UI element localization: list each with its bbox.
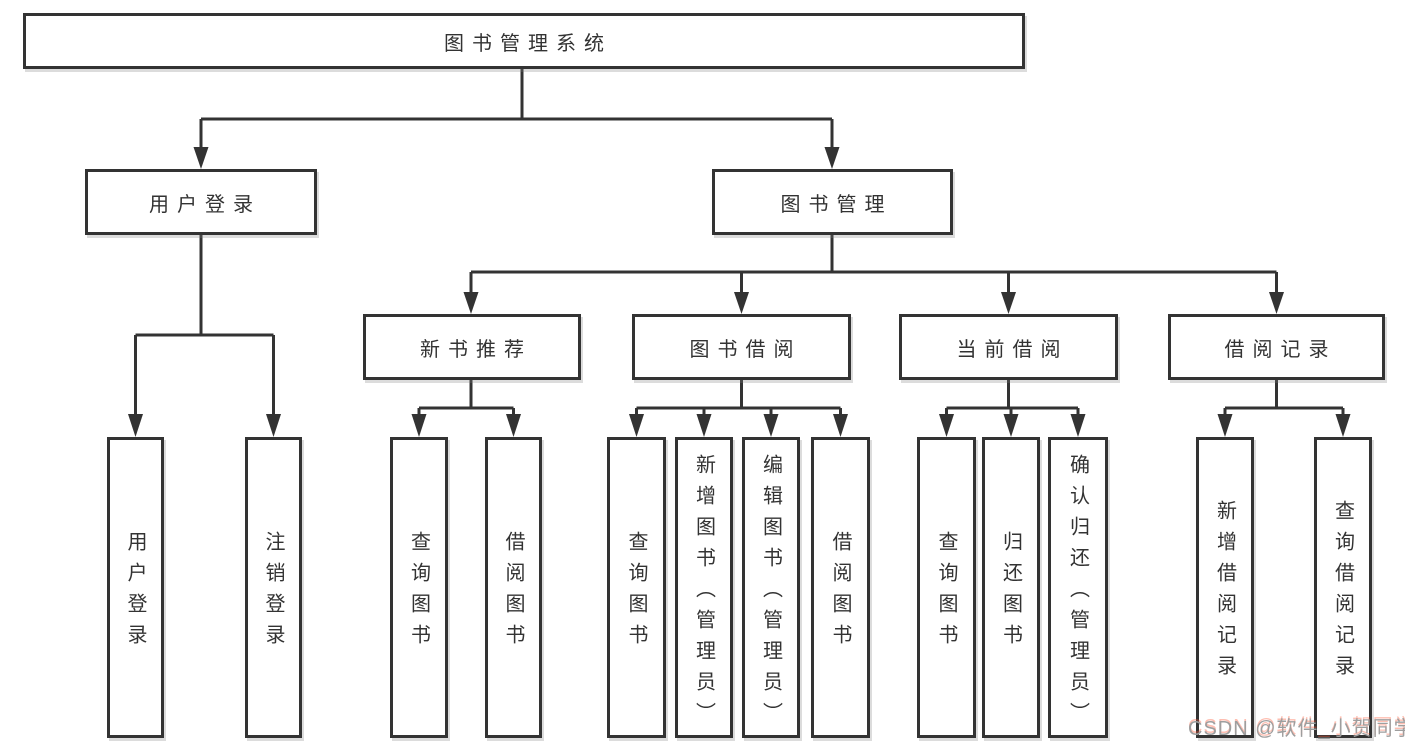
- node-label: 查询图书: [407, 531, 430, 655]
- node-label: 图书借阅: [689, 338, 802, 361]
- leaf-search-borrow-record: 查询借阅记录: [1314, 437, 1372, 738]
- node-user-login-branch: 用户登录: [85, 169, 317, 235]
- leaf-borrow-books-recommend: 借阅图书: [485, 437, 542, 738]
- node-label: 编辑图书（管理员）: [759, 453, 782, 733]
- leaf-search-books-borrow: 查询图书: [607, 437, 666, 738]
- leaf-logout: 注销登录: [245, 437, 302, 738]
- csdn-watermark: CSDN @软件_小贺同学: [1188, 718, 1405, 740]
- node-label: 当前借阅: [956, 338, 1069, 361]
- node-label: 借阅图书: [829, 531, 851, 655]
- leaf-search-books-recommend: 查询图书: [390, 437, 448, 738]
- node-label: 注销登录: [262, 531, 284, 655]
- node-label: 新书推荐: [420, 338, 532, 361]
- node-label: 确认归还（管理员）: [1066, 453, 1089, 733]
- node-book-borrow: 图书借阅: [632, 314, 851, 380]
- node-book-management-branch: 图书管理: [712, 169, 953, 235]
- node-label: 查询图书: [625, 531, 647, 655]
- leaf-edit-book-admin: 编辑图书（管理员）: [742, 437, 800, 738]
- leaf-confirm-return-admin: 确认归还（管理员）: [1048, 437, 1108, 738]
- node-label: 新增图书（管理员）: [692, 453, 715, 733]
- leaf-user-login: 用户登录: [107, 437, 164, 738]
- node-label: 借阅图书: [502, 531, 524, 655]
- leaf-return-book: 归还图书: [982, 437, 1040, 738]
- node-label: 借阅记录: [1224, 338, 1337, 361]
- node-new-book-recommend: 新书推荐: [363, 314, 581, 380]
- node-label: 归还图书: [999, 531, 1022, 655]
- node-label: 新增借阅记录: [1213, 500, 1236, 686]
- leaf-borrow-books: 借阅图书: [811, 437, 870, 738]
- node-current-borrow: 当前借阅: [899, 314, 1118, 380]
- node-label: 用户登录: [149, 193, 261, 216]
- node-label: 查询图书: [935, 531, 957, 655]
- node-label: 图书管理: [780, 193, 893, 216]
- node-label: 查询借阅记录: [1331, 500, 1354, 686]
- node-label: 用户登录: [124, 531, 146, 655]
- node-borrow-records: 借阅记录: [1168, 314, 1385, 380]
- leaf-search-books-current: 查询图书: [917, 437, 976, 738]
- node-label: 图书管理系统: [444, 32, 612, 55]
- leaf-add-book-admin: 新增图书（管理员）: [675, 437, 733, 738]
- leaf-add-borrow-record: 新增借阅记录: [1196, 437, 1254, 738]
- node-library-system: 图书管理系统: [23, 13, 1025, 69]
